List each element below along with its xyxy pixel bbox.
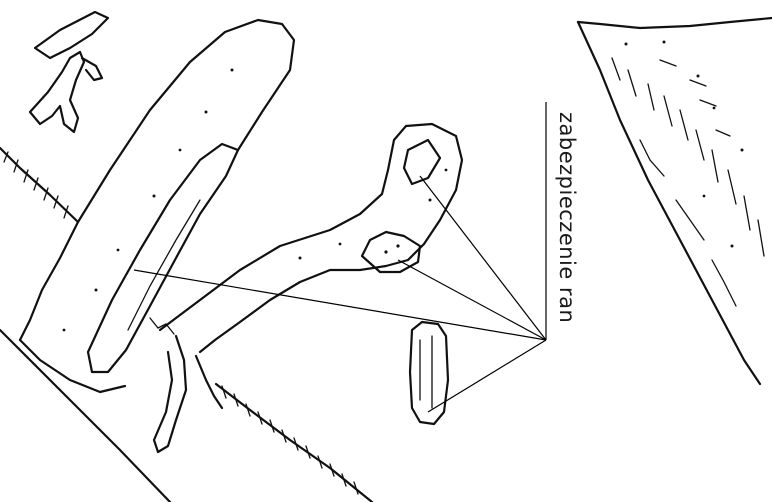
small-twig-top-left [30, 12, 108, 132]
leader-line-trunk-wound [134, 270, 546, 340]
annotation-label: zabezpieczenie ran [555, 112, 579, 323]
main-trunk [0, 20, 294, 502]
texture-specks [63, 41, 744, 332]
leader-line-branch-knot [420, 176, 546, 340]
side-branch [150, 124, 462, 452]
bark-strip-right [578, 18, 772, 384]
annotation-label-group: zabezpieczenie ran [546, 102, 579, 340]
ground-edge [216, 384, 372, 502]
cut-segment [410, 322, 448, 424]
leader-lines [134, 176, 546, 412]
